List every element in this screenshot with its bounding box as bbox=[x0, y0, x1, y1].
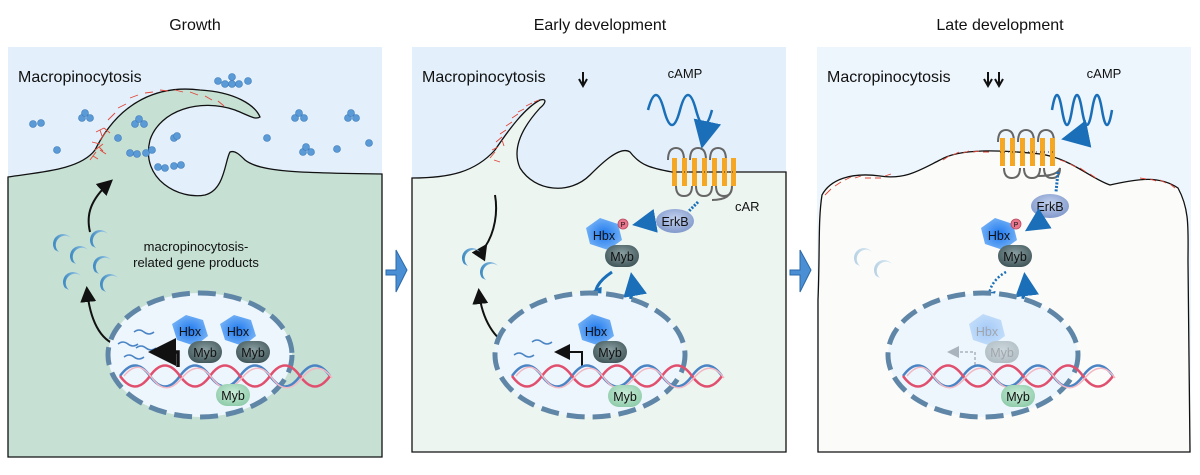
erkb-label: ErkB bbox=[1036, 200, 1063, 214]
phosphorylation-arrow bbox=[1024, 208, 1052, 232]
transport-arrow bbox=[471, 194, 498, 262]
signal-arrow bbox=[693, 118, 722, 149]
hbx-label: Hbx bbox=[976, 325, 999, 339]
myb-bound bbox=[593, 341, 627, 363]
myb-label: Myb bbox=[610, 250, 634, 264]
phosphate-label: P bbox=[621, 222, 626, 229]
myb-label: Myb bbox=[1006, 390, 1030, 404]
phosphate-badge bbox=[617, 218, 629, 230]
products-label-line2: related gene products bbox=[133, 255, 259, 270]
hbx-label: Hbx bbox=[585, 325, 608, 339]
myb-cytoplasm bbox=[998, 245, 1032, 267]
panel-title: Early development bbox=[534, 17, 667, 34]
hbx-label: Hbx bbox=[593, 229, 616, 243]
myb-label: Myb bbox=[221, 389, 245, 403]
hbx-protein bbox=[981, 218, 1017, 250]
phosphate-label: P bbox=[1014, 222, 1019, 229]
myb-label: Myb bbox=[193, 346, 217, 360]
signal-label: cAMP bbox=[1087, 66, 1122, 81]
myb-label: Myb bbox=[990, 346, 1014, 360]
phosphate-badge bbox=[1010, 218, 1022, 230]
nutrient-particles bbox=[29, 73, 373, 172]
nucleus bbox=[885, 290, 1081, 420]
signal-arrow bbox=[1061, 120, 1092, 148]
hbx-label: Hbx bbox=[179, 325, 202, 339]
actin-mesh bbox=[489, 99, 540, 163]
process-label: Macropinocytosis bbox=[422, 69, 546, 86]
erkb-label: ErkB bbox=[661, 215, 688, 229]
panel-title: Late development bbox=[936, 17, 1064, 34]
hbx-myb-complex-faded: Hbx Myb bbox=[969, 314, 1019, 363]
car-receptor bbox=[667, 146, 736, 201]
transition-arrow bbox=[385, 249, 408, 293]
panel-growth: Growth Macropinocytosis macr bbox=[7, 17, 383, 458]
actin-mesh bbox=[89, 89, 225, 161]
hbx-protein bbox=[172, 315, 208, 346]
hbx-label: Hbx bbox=[227, 325, 250, 339]
myb-bound bbox=[188, 341, 222, 363]
car-receptor bbox=[997, 128, 1061, 180]
products-label-line1: macropinocytosis- bbox=[144, 239, 249, 254]
myb-bound bbox=[236, 341, 270, 363]
transport-arrow bbox=[87, 179, 113, 233]
process-label: Macropinocytosis bbox=[18, 69, 142, 86]
signal-label: cAMP bbox=[668, 66, 703, 81]
erkb-kinase bbox=[656, 209, 694, 233]
receptor-label: cAR bbox=[735, 199, 760, 214]
panel-early-development: Early development Macropinocytosis cAMP … bbox=[411, 17, 787, 453]
decrease-arrows bbox=[983, 72, 1004, 89]
phosphorylation-arrow bbox=[632, 209, 658, 233]
myb-cytoplasm bbox=[605, 245, 639, 267]
myb-free bbox=[216, 384, 250, 406]
hbx-protein bbox=[586, 218, 622, 250]
myb-label: Myb bbox=[598, 346, 622, 360]
panel-late-development: Late development Macropinocytosis cAMP E… bbox=[817, 17, 1191, 453]
process-label: Macropinocytosis bbox=[827, 69, 951, 86]
hbx-protein bbox=[220, 315, 256, 346]
decrease-arrow bbox=[578, 72, 588, 89]
transcription-arrow bbox=[148, 338, 180, 367]
panel-title: Growth bbox=[169, 17, 221, 34]
myb-free bbox=[1001, 385, 1035, 407]
camp-wave bbox=[1050, 93, 1114, 127]
myb-label: Myb bbox=[241, 346, 265, 360]
myb-label: Myb bbox=[1003, 250, 1027, 264]
myb-label: Myb bbox=[613, 390, 637, 404]
nucleus bbox=[492, 290, 688, 420]
hbx-label: Hbx bbox=[988, 229, 1011, 243]
transcription-arrow bbox=[554, 344, 583, 367]
actin-cortex bbox=[824, 150, 1176, 196]
transcription-arrow-faded bbox=[947, 346, 976, 365]
myb-free bbox=[608, 385, 642, 407]
signal-dotted-arrow bbox=[686, 200, 700, 214]
mrna bbox=[513, 339, 553, 358]
transition-arrow bbox=[789, 249, 812, 293]
hbx-protein bbox=[578, 314, 614, 346]
